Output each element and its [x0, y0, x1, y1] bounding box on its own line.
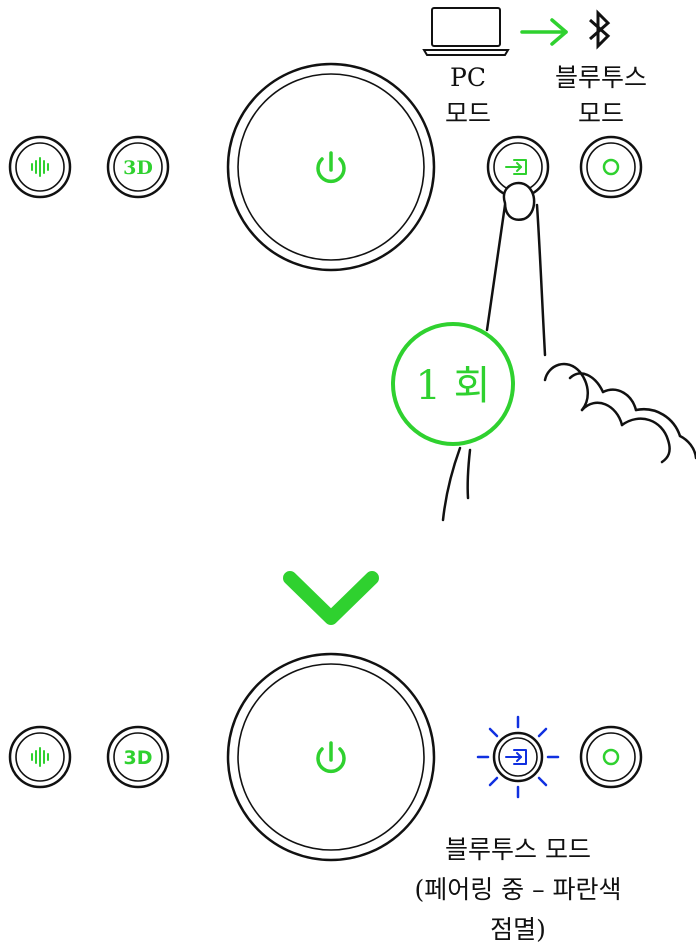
- press-count-label: 1 회: [416, 363, 491, 409]
- input-source-icon: [506, 750, 526, 764]
- pc-mode-label-line2: 모드: [428, 97, 508, 131]
- circle-icon: [604, 750, 618, 764]
- vibration-button[interactable]: [10, 727, 70, 787]
- sound-wave-icon: [32, 158, 48, 176]
- circle-button[interactable]: [581, 137, 641, 197]
- 3d-icon: 3D: [124, 747, 153, 769]
- power-knob[interactable]: [228, 64, 434, 270]
- pc-mode-label-line1: PC: [428, 61, 508, 95]
- bluetooth-mode-label-line2: 모드: [530, 97, 672, 131]
- status-line-2: (페어링 중 – 파란색: [380, 870, 656, 910]
- circle-button[interactable]: [581, 727, 641, 787]
- input-source-icon: [506, 160, 526, 174]
- power-icon: [318, 153, 344, 181]
- status-line-1: 블루투스 모드: [380, 830, 656, 870]
- 3d-icon: 3D: [123, 157, 153, 179]
- chevron-down-icon: [290, 578, 372, 618]
- sound-wave-icon: [32, 748, 48, 766]
- laptop-icon: [424, 8, 508, 55]
- bluetooth-mode-label-line1: 블루투스: [530, 61, 672, 95]
- arrow-right-icon: [522, 20, 566, 44]
- source-button-blinking[interactable]: [478, 717, 558, 797]
- pc-mode-label: PC 모드: [428, 61, 508, 131]
- 3d-button[interactable]: 3D: [108, 137, 168, 197]
- bluetooth-icon: [590, 13, 608, 46]
- bluetooth-pairing-status: 블루투스 모드 (페어링 중 – 파란색 점멸): [380, 830, 656, 950]
- vibration-button[interactable]: [10, 137, 70, 197]
- bluetooth-mode-label: 블루투스 모드: [530, 61, 672, 131]
- press-count-badge: 1 회: [393, 324, 513, 444]
- 3d-button[interactable]: 3D: [108, 727, 168, 787]
- status-line-3: 점멸): [380, 910, 656, 950]
- circle-icon: [604, 160, 618, 174]
- power-icon: [318, 743, 344, 771]
